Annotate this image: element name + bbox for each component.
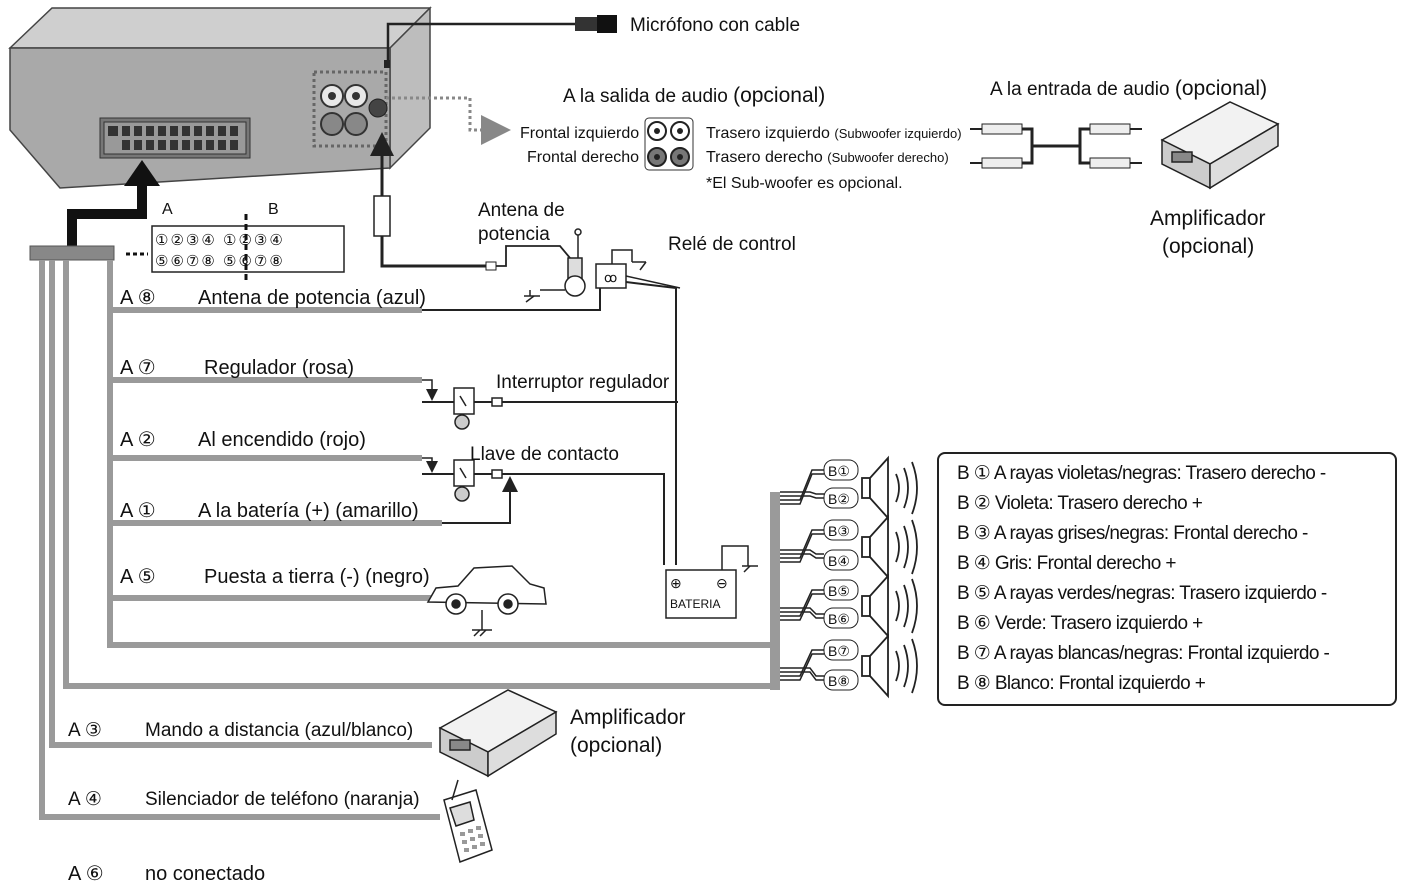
wire-a1-label: A la batería (+) (amarillo): [198, 500, 419, 522]
amplifier-top-label-1: Amplificador: [1150, 207, 1266, 230]
harness-wires: [39, 260, 780, 820]
wire-a4-label: Silenciador de teléfono (naranja): [145, 789, 420, 810]
speaker-tag-b4: B④: [828, 553, 850, 569]
speaker-legend: B ① A rayas violetas/negras: Trasero der…: [937, 452, 1397, 706]
legend-item-b6: B ⑥ Verde: Trasero izquierdo +: [957, 613, 1203, 634]
audio-out-title: A la salida de audio (opcional): [563, 84, 825, 107]
wire-a5-label: Puesta a tierra (-) (negro): [204, 566, 430, 588]
wire-labels: A ⑧ Antena de potencia (azul) A ⑦ Regula…: [68, 287, 430, 885]
head-unit: [8, 6, 432, 189]
speaker-wires: [780, 469, 824, 681]
svg-text:⊖: ⊖: [716, 575, 728, 591]
svg-text:ꝏ: ꝏ: [604, 270, 617, 285]
antenna-cable: [370, 132, 571, 271]
svg-text:⊕: ⊕: [670, 575, 682, 591]
microphone: Micrófono con cable: [386, 15, 800, 60]
amplifier-top-label-2: (opcional): [1162, 235, 1254, 258]
wire-a7-label: Regulador (rosa): [204, 357, 354, 379]
svg-text:①②③④ ①②③④: ①②③④ ①②③④: [155, 232, 285, 249]
front-right-label: Frontal derecho: [527, 149, 639, 166]
control-relay-icon: ꝏ: [422, 249, 681, 565]
amplifier-top-icon: [1160, 101, 1280, 190]
mobile-phone-icon: [443, 779, 493, 863]
dimmer-switch-label: Interruptor regulador: [496, 372, 670, 393]
speaker-tag-b2: B②: [828, 491, 850, 507]
speaker-front-left-icon: [861, 633, 918, 699]
wire-a5-id: A ⑤: [120, 566, 156, 588]
wire-a6-id: A ⑥: [68, 863, 104, 885]
wire-a2-id: A ②: [120, 429, 156, 451]
amplifier-bottom-label-2: (opcional): [570, 734, 662, 757]
wire-a3-id: A ③: [68, 720, 102, 741]
wire-a1-id: A ①: [120, 500, 156, 522]
speaker-tag-b6: B⑥: [828, 611, 850, 627]
car-ground-icon: [426, 565, 547, 637]
legend-item-b8: B ⑧ Blanco: Frontal izquierdo +: [957, 673, 1206, 694]
speaker-rear-left-icon: [861, 573, 918, 639]
legend-item-b4: B ④ Gris: Frontal derecho +: [957, 553, 1177, 574]
connector-pinout: ①②③④ ①②③④ ⑤⑥⑦⑧ ⑤⑥⑦⑧: [151, 214, 345, 282]
amplifier-bottom-label-1: Amplificador: [570, 706, 686, 729]
speaker-tag-b7: B⑦: [828, 643, 850, 659]
wire-a7-id: A ⑦: [120, 357, 156, 379]
wire-a2-label: Al encendido (rojo): [198, 429, 366, 451]
front-left-label: Frontal izquierdo: [520, 125, 639, 142]
audio-in-title: A la entrada de audio (opcional): [990, 77, 1267, 100]
rear-left-label: Trasero izquierdo (Subwoofer izquierdo): [706, 125, 962, 142]
ignition-switch-icon: [422, 457, 665, 565]
relay-label: Relé de control: [668, 234, 796, 255]
legend-item-b7: B ⑦ A rayas blancas/negras: Frontal izqu…: [957, 643, 1330, 664]
battery-label: BATERIA: [670, 597, 720, 611]
speaker-tag-b1: B①: [828, 463, 850, 479]
speaker-icons: [861, 455, 918, 699]
svg-text:⑤⑥⑦⑧ ⑤⑥⑦⑧: ⑤⑥⑦⑧ ⑤⑥⑦⑧: [155, 253, 285, 270]
dimmer-switch-icon: [422, 379, 678, 430]
wire-a6-label: no conectado: [145, 863, 265, 885]
speaker-rear-right-icon: [861, 455, 918, 521]
speaker-tag-b3: B③: [828, 523, 850, 539]
legend-item-b2: B ② Violeta: Trasero derecho +: [957, 493, 1203, 514]
rca-cable: [970, 123, 1142, 169]
battery-icon: ⊕ ⊖ BATERIA: [665, 545, 758, 619]
speaker-tag-b8: B⑧: [828, 673, 850, 689]
legend-item-b1: B ① A rayas violetas/negras: Trasero der…: [957, 463, 1326, 484]
wire-a4-id: A ④: [68, 789, 102, 810]
harness-connector: [29, 245, 115, 261]
legend-item-b3: B ③ A rayas grises/negras: Frontal derec…: [957, 523, 1308, 544]
rear-right-label: Trasero derecho (Subwoofer derecho): [706, 149, 949, 166]
speaker-tags: B① B② B③ B④ B⑤ B⑥ B⑦ B⑧: [823, 459, 859, 691]
audio-out-jacks: [644, 117, 694, 171]
wire-a3-label: Mando a distancia (azul/blanco): [145, 720, 413, 741]
connector-a-label: A: [162, 201, 173, 218]
amplifier-bottom-icon: [438, 689, 558, 778]
antenna-label-2: potencia: [478, 224, 550, 245]
speaker-tag-b5: B⑤: [828, 583, 850, 599]
ignition-switch-label: Llave de contacto: [470, 444, 619, 465]
subwoofer-note: *El Sub-woofer es opcional.: [706, 175, 903, 192]
antenna-label-1: Antena de: [478, 200, 565, 221]
legend-item-b5: B ⑤ A rayas verdes/negras: Trasero izqui…: [957, 583, 1327, 604]
power-antenna-icon: [524, 228, 586, 303]
microphone-label: Micrófono con cable: [630, 15, 800, 36]
wire-a8-id: A ⑧: [120, 287, 156, 309]
audio-out-dotted-line: [386, 96, 511, 145]
harness-arrow: [67, 180, 147, 248]
wire-a8-label: Antena de potencia (azul): [198, 287, 426, 309]
speaker-front-right-icon: [861, 514, 918, 580]
connector-b-label: B: [268, 201, 279, 218]
